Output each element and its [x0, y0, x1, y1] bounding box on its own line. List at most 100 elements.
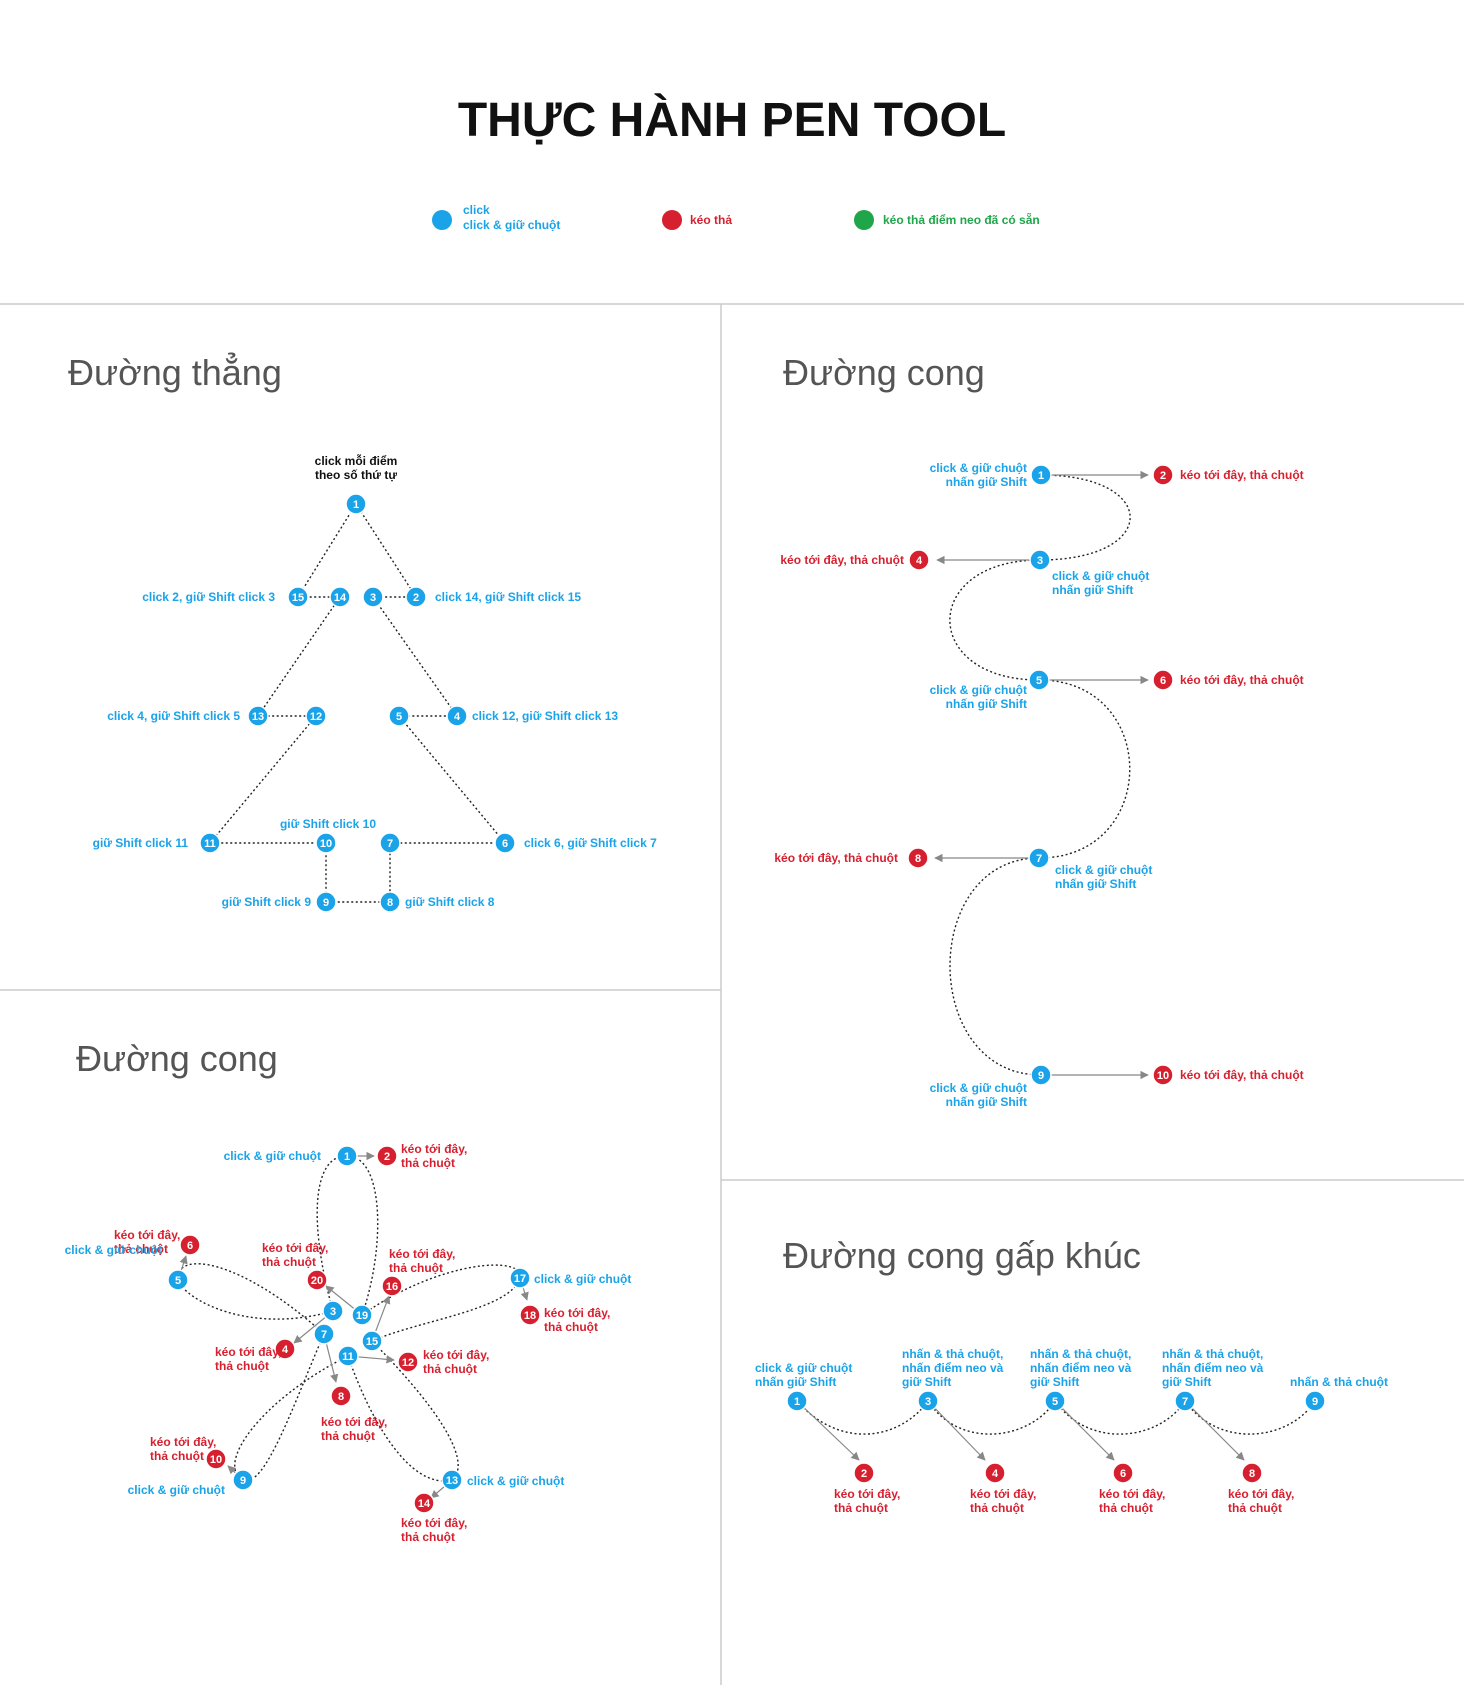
curve-flower-node-8: 8: [330, 1385, 352, 1407]
straight-node-10-dot: [315, 832, 337, 854]
legend-blue-label-line2: click & giữ chuột: [463, 218, 560, 232]
curve-right-label-5-line-2: nhấn giữ Shift: [946, 697, 1027, 711]
curve-zigzag-node-7-number: 7: [1182, 1396, 1188, 1408]
curve-right-node-3-dot: [1029, 549, 1051, 571]
curve-flower-node-13-dot: [441, 1469, 463, 1491]
straight-node-4: 4: [446, 705, 468, 727]
straight-node-15-number: 15: [292, 592, 304, 604]
straight-node-15-dot: [287, 586, 309, 608]
curve-right-label-9-line-2: nhấn giữ Shift: [946, 1095, 1027, 1109]
curve-right-node-10: 10: [1152, 1064, 1174, 1086]
curve-right-label-7-line-1: kéo tới đây, thả chuột: [774, 851, 898, 865]
curve-flower-node-15-dot: [361, 1330, 383, 1352]
curve-flower-node-10: 10: [205, 1448, 227, 1470]
curve-flower-label-12: kéo tới đây,thả chuột: [321, 1415, 387, 1443]
curve-right-label-10: kéo tới đây, thả chuột: [1180, 1068, 1304, 1082]
straight-node-2-dot: [405, 586, 427, 608]
curve-right-node-5-dot: [1028, 669, 1050, 691]
curve-flower-label-11-line-1: kéo tới đây,: [150, 1435, 216, 1449]
curve-zigzag-node-1-number: 1: [794, 1396, 800, 1408]
curve-zigzag-label-6-line-2: thả chuột: [834, 1501, 888, 1515]
curve-right-label-6: kéo tới đây, thả chuột: [1180, 673, 1304, 687]
curve-flower-label-4: click & giữ chuột: [65, 1243, 162, 1257]
curve-flower-label-15-line-2: thả chuột: [401, 1530, 455, 1544]
straight-label-9-line-1: giữ Shift click 9: [222, 895, 312, 909]
curve-flower-node-10-number: 10: [210, 1454, 222, 1466]
straight-label-7: giữ Shift click 11: [93, 836, 189, 850]
curve-right-node-1-dot: [1030, 464, 1052, 486]
curve-zigzag-node-3: 3: [917, 1390, 939, 1412]
straight-node-3-number: 3: [370, 592, 376, 604]
curve-zigzag-label-5: nhấn & thả chuột: [1290, 1375, 1388, 1389]
curve-right-node-8-number: 8: [915, 853, 921, 865]
curve-flower-node-17: 17: [509, 1267, 531, 1289]
straight-label-4: click 12, giữ Shift click 13: [472, 709, 618, 723]
curve-zigzag-node-3-number: 3: [925, 1396, 931, 1408]
curve-right-node-7-number: 7: [1036, 853, 1042, 865]
curve-zigzag-node-2-number: 2: [861, 1468, 867, 1480]
curve-flower-node-14-dot: [413, 1492, 435, 1514]
curve-right-node-10-dot: [1152, 1064, 1174, 1086]
curve-zigzag-node-5: 5: [1044, 1390, 1066, 1412]
curve-zigzag-node-8-number: 8: [1249, 1468, 1255, 1480]
curve-right-path: [949, 474, 1131, 1076]
curve-flower-label-8-line-2: thả chuột: [544, 1320, 598, 1334]
curve-right-node-7: 7: [1028, 847, 1050, 869]
curve-zigzag-label-9-line-1: kéo tới đây,: [1228, 1487, 1294, 1501]
curve-right-node-8-dot: [907, 847, 929, 869]
curve-flower-node-6-dot: [179, 1234, 201, 1256]
curve-flower-label-7: click & giữ chuột: [534, 1272, 631, 1286]
straight-label-7-line-1: giữ Shift click 11: [93, 836, 189, 850]
curve-right-handles: [934, 470, 1149, 1080]
curve-flower-node-16: 16: [381, 1275, 403, 1297]
curve-right-node-2: 2: [1152, 464, 1174, 486]
curve-right-node-1-number: 1: [1038, 470, 1044, 482]
curve-flower-node-9-dot: [232, 1469, 254, 1491]
curve-right-label-4-line-2: nhấn giữ Shift: [1052, 583, 1133, 597]
curve-flower-node-2-dot: [376, 1145, 398, 1167]
straight-node-9-dot: [315, 891, 337, 913]
curve-flower-node-1-number: 1: [344, 1151, 350, 1163]
curve-flower-node-8-dot: [330, 1385, 352, 1407]
legend-green-label: kéo thả điểm neo đã có sẵn: [883, 212, 1040, 227]
straight-label-8: click 6, giữ Shift click 7: [524, 836, 657, 850]
curve-zigzag-node-2-dot: [853, 1462, 875, 1484]
straight-node-5-dot: [388, 705, 410, 727]
curve-right-label-8-line-1: click & giữ chuột: [1055, 863, 1152, 877]
curve-flower-node-6-number: 6: [187, 1240, 193, 1252]
curve-zigzag-label-9: kéo tới đây,thả chuột: [1228, 1487, 1294, 1515]
straight-node-1-number: 1: [353, 499, 359, 511]
curve-flower-node-3-number: 3: [330, 1306, 336, 1318]
curve-flower-label-4-line-1: click & giữ chuột: [65, 1243, 162, 1257]
straight-node-9-number: 9: [323, 897, 329, 909]
curve-flower-node-3: 3: [322, 1300, 344, 1322]
curve-flower-label-5: kéo tới đây,thả chuột: [262, 1241, 328, 1269]
curve-flower-label-10: kéo tới đây,thả chuột: [423, 1348, 489, 1376]
curve-flower-node-10-dot: [205, 1448, 227, 1470]
curve-flower-label-13-line-1: click & giữ chuột: [128, 1483, 225, 1497]
straight-label-4-line-1: click 12, giữ Shift click 13: [472, 709, 618, 723]
curve-flower-label-9: kéo tới đây,thả chuột: [215, 1345, 281, 1373]
curve-zigzag-label-2-line-1: nhấn & thả chuột,: [902, 1347, 1003, 1361]
curve-zigzag-label-4-line-1: nhấn & thả chuột,: [1162, 1347, 1263, 1361]
curve-flower-node-16-dot: [381, 1275, 403, 1297]
curve-right-label-7: kéo tới đây, thả chuột: [774, 851, 898, 865]
straight-node-14-number: 14: [334, 592, 347, 604]
curve-zigzag-node-9-number: 9: [1312, 1396, 1318, 1408]
curve-zigzag-node-6-dot: [1112, 1462, 1134, 1484]
straight-node-15: 15: [287, 586, 309, 608]
curve-zigzag-label-6: kéo tới đây,thả chuột: [834, 1487, 900, 1515]
curve-zigzag-label-9-line-2: thả chuột: [1228, 1501, 1282, 1515]
curve-zigzag-label-4-line-2: nhấn điểm neo và: [1162, 1361, 1264, 1375]
curve-flower-label-14-line-1: click & giữ chuột: [467, 1474, 564, 1488]
straight-label-10-line-1: giữ Shift click 8: [405, 895, 495, 909]
curve-flower-label-3: kéo tới đây,thả chuột: [114, 1228, 180, 1256]
straight-node-7-number: 7: [387, 838, 393, 850]
